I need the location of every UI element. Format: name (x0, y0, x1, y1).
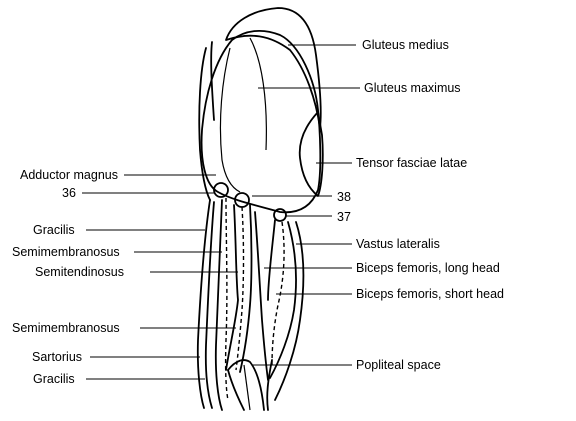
thigh-drawing (196, 7, 324, 411)
leader-lines (82, 44, 360, 380)
medial-outer-edge (196, 199, 211, 409)
label-gluteus-medius: Gluteus medius (362, 38, 449, 52)
semitendinosus-left (225, 204, 239, 371)
tensor-fasciae-latae-shape (298, 111, 324, 197)
biceps-long-head-right (267, 219, 276, 301)
gluteus-inner-curve-2 (249, 37, 267, 151)
biceps-long-head-left (254, 211, 269, 381)
label-popliteal-space: Popliteal space (356, 358, 441, 372)
adductor-upper-band (198, 47, 211, 201)
label-semitendinosus: Semitendinosus (35, 265, 124, 279)
popliteal-space-shape (227, 359, 265, 411)
label-gracilis-lower: Gracilis (33, 372, 75, 386)
labels: Gluteus medius Gluteus maximus Tensor fa… (12, 38, 504, 386)
semitendinosus-right (239, 204, 253, 373)
label-38: 38 (337, 190, 351, 204)
gluteus-inner-curve (219, 47, 241, 193)
medial-edge-2 (204, 201, 215, 409)
label-gluteus-maximus: Gluteus maximus (364, 81, 461, 95)
adductor-upper-band-2 (210, 41, 215, 121)
label-37: 37 (337, 210, 351, 224)
label-tensor-fasciae-latae: Tensor fasciae latae (356, 156, 467, 170)
gluteus-medius-shape (225, 7, 322, 129)
label-semimembranosus-upper: Semimembranosus (12, 245, 120, 259)
label-biceps-long-head: Biceps femoris, long head (356, 261, 500, 275)
label-sartorius: Sartorius (32, 350, 82, 364)
biceps-dashed (271, 221, 285, 366)
label-biceps-short-head: Biceps femoris, short head (356, 287, 504, 301)
label-adductor-magnus: Adductor magnus (20, 168, 118, 182)
popliteal-left-lower (227, 369, 245, 411)
label-36: 36 (62, 186, 76, 200)
lateral-outer-edge (274, 221, 305, 401)
label-vastus-lateralis: Vastus lateralis (356, 237, 440, 251)
gluteus-maximus-shape (200, 29, 322, 214)
lateral-lower-band (266, 359, 273, 411)
medial-edge-3 (214, 199, 223, 411)
vastus-lateralis-edge (269, 221, 297, 379)
semitendinosus-dashed (235, 206, 245, 371)
point-37-marker (273, 208, 287, 222)
popliteal-inner (243, 364, 251, 411)
point-36-marker (213, 182, 229, 198)
label-gracilis-upper: Gracilis (33, 223, 75, 237)
label-semimembranosus-lower: Semimembranosus (12, 321, 120, 335)
